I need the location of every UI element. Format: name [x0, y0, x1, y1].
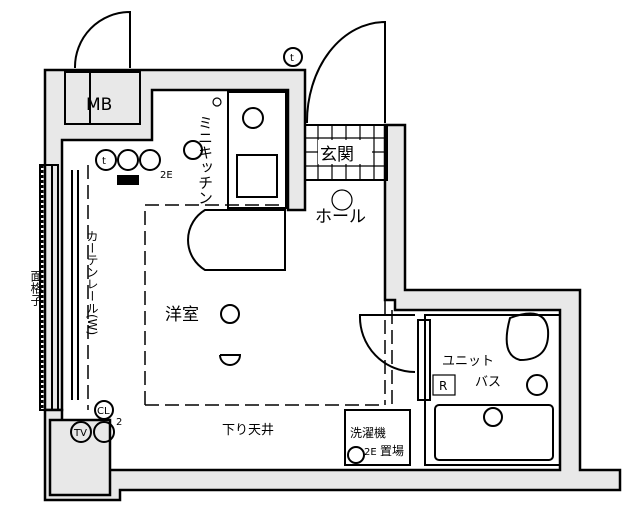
svg-text:CL: CL — [97, 406, 110, 417]
kitchen-counter — [227, 91, 287, 209]
entrance-door[interactable] — [305, 20, 386, 124]
sink-icon — [505, 312, 550, 362]
outlet-2e-icon — [139, 149, 161, 171]
toilet-icon — [526, 374, 548, 396]
stove-icon — [242, 107, 264, 129]
meter-box-door[interactable] — [73, 10, 131, 69]
lowered-ceiling-label: 下り天井 — [222, 423, 274, 438]
light-icon — [331, 189, 353, 211]
water-tap-icon — [212, 97, 222, 107]
svg-text:TV: TV — [73, 428, 87, 439]
curtain-rail-label: カーテンレール(W) — [85, 230, 99, 336]
entrance-label: 玄関 — [320, 145, 354, 165]
bath-door[interactable] — [358, 314, 416, 373]
hall-label: ホール — [315, 207, 366, 227]
svg-text:R: R — [439, 379, 447, 393]
kitchen-label: ミニキッチン — [196, 115, 214, 205]
svg-text:t: t — [102, 156, 106, 167]
svg-text:2E: 2E — [364, 447, 377, 458]
ceiling-light-icon — [220, 304, 240, 324]
unit-bath-label-2: バス — [475, 375, 501, 390]
washer-label-2: 置場 — [380, 444, 404, 458]
svg-text:2: 2 — [116, 417, 122, 428]
tv-outlet-icon — [70, 421, 92, 443]
svg-text:2E: 2E — [160, 170, 173, 181]
ac-icon — [219, 354, 242, 366]
washer-space — [344, 409, 411, 466]
washer-label: 洗濯機 — [350, 425, 386, 440]
phone-outlet-icon — [95, 149, 117, 171]
svg-text:t: t — [290, 53, 294, 64]
switch-icon — [117, 175, 139, 185]
window — [39, 164, 59, 411]
western-room-label: 洋室 — [165, 305, 199, 325]
unit-bath-label: ユニット — [442, 354, 494, 369]
entrance: 玄関 — [304, 124, 388, 181]
window-grille-label: 面格子 — [29, 270, 43, 306]
outlet-icon — [347, 446, 365, 464]
unit-bath: R ユニット バス — [417, 312, 561, 466]
outlet-icon — [117, 149, 139, 171]
closet-icon — [94, 400, 114, 420]
bath-light-icon — [483, 407, 503, 427]
meter-box-label: MB — [86, 95, 112, 115]
meter-box — [64, 71, 141, 125]
light-icon — [183, 140, 203, 160]
lowered-ceiling-outline — [144, 200, 386, 406]
bath-r-box — [432, 374, 456, 396]
outlet-icon — [93, 421, 115, 443]
kitchen-bar-table — [187, 209, 286, 271]
phone-outlet-icon — [283, 47, 303, 67]
